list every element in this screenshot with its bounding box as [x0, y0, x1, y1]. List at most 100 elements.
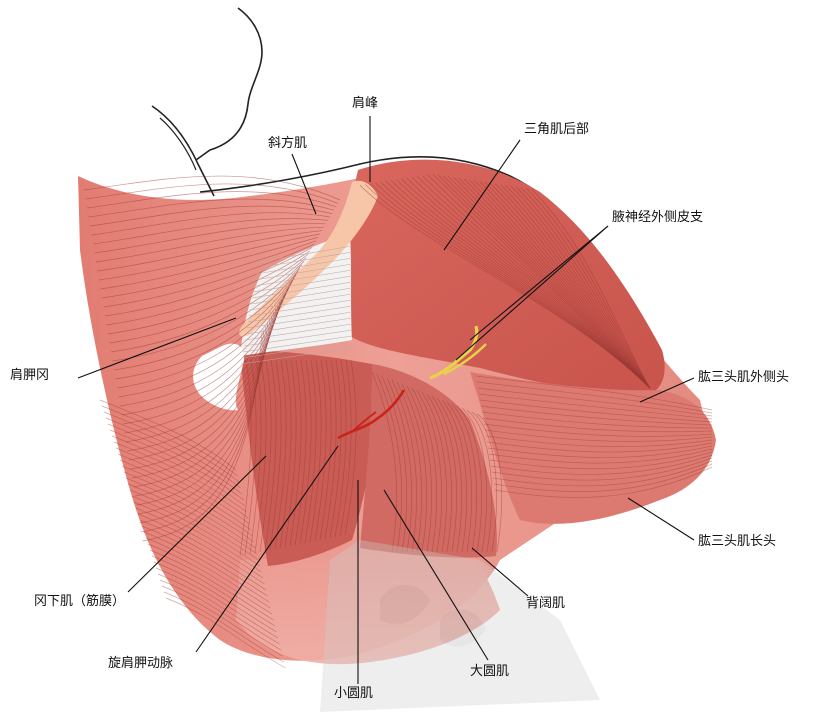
muscle-fiber [319, 359, 332, 541]
muscle-fiber [117, 453, 250, 525]
muscle-fiber [371, 371, 397, 553]
muscle-fiber [103, 411, 240, 483]
muscle-fiber [344, 359, 357, 536]
muscle-fiber [421, 391, 447, 553]
muscle-fiber [115, 447, 249, 519]
muscle-fiber [139, 325, 267, 524]
muscle-fiber [381, 375, 407, 553]
axillary-nerve-branch [443, 343, 487, 376]
muscle-fiber [505, 184, 651, 389]
muscle-fiber [98, 233, 321, 281]
muscle-fiber [510, 185, 651, 389]
tendon-line [251, 281, 353, 299]
label-latissimus: 背阔肌 [526, 596, 566, 611]
tendon-line [250, 287, 353, 305]
leader-teres-major [383, 489, 489, 661]
muscle-fiber [451, 403, 477, 553]
muscle-fiber [487, 445, 713, 458]
muscle-fiber [481, 411, 713, 429]
muscle-fiber [85, 183, 339, 204]
tendon-line [254, 263, 353, 281]
muscle-fiber [274, 359, 287, 550]
tendon-line [248, 299, 353, 317]
muscle-fiber [259, 359, 272, 553]
muscle-fibers [83, 173, 713, 669]
muscle-fiber [396, 381, 422, 553]
label-triceps-lateral: 肱三头肌外侧头 [698, 370, 790, 385]
muscle-fiber [254, 359, 267, 554]
muscle-fiber [483, 423, 713, 437]
muscle-fiber [489, 182, 651, 389]
leader-lines [77, 116, 695, 684]
neck-outline-2 [151, 105, 215, 197]
muscle-fiber [110, 260, 305, 353]
muscle-fiber [485, 435, 713, 447]
muscle-fiber [531, 188, 651, 389]
muscle-fiber [107, 423, 243, 495]
tendon-line [255, 257, 353, 275]
muscle-fiber [515, 186, 651, 389]
muscle-fiber [480, 405, 713, 426]
muscle-fiber [131, 495, 261, 567]
muscle-fiber [269, 359, 282, 551]
muscle-fiber [159, 579, 282, 651]
muscle-fiber [163, 591, 285, 663]
muscle-fiber [123, 471, 255, 543]
muscle-fiber [484, 429, 713, 442]
muscle-fiber [492, 460, 713, 487]
muscle-fiber [411, 387, 437, 553]
tendon-line [253, 269, 353, 287]
muscle-fiber [479, 399, 713, 423]
muscle-fiber [107, 254, 309, 335]
muscle-fiber [500, 184, 651, 389]
muscle-fiber [309, 359, 322, 543]
muscle-fiber [116, 274, 297, 389]
axillary-nerve [429, 325, 479, 380]
muscle-fiber [446, 401, 472, 553]
muscle-fiber [490, 454, 713, 475]
muscle-fiber [461, 407, 487, 553]
muscle-fiber [106, 250, 311, 326]
muscle-fiber [129, 489, 259, 561]
label-teres-minor: 小圆肌 [334, 686, 374, 701]
label-triceps-long: 肱三头肌长头 [698, 534, 777, 549]
muscle-fiber [489, 451, 713, 470]
leader-deltoid [443, 139, 521, 251]
muscle-fiber [441, 399, 467, 553]
muscle-fiber [143, 531, 270, 603]
muscle-fiber [339, 359, 352, 537]
muscle-fiber [95, 226, 325, 263]
triceps-mass [470, 372, 716, 524]
muscle-fiber [125, 477, 256, 549]
label-scapular-spine: 肩胛冈 [10, 368, 50, 383]
muscle-fiber [121, 284, 291, 416]
muscle-fiber [284, 359, 297, 548]
tendon-line [245, 317, 353, 335]
tendon-line [249, 293, 353, 311]
muscle-fiber [101, 405, 238, 477]
muscle-fiber [161, 585, 283, 657]
tendon-line [242, 335, 353, 353]
leader-nerve-b [469, 225, 609, 341]
muscle-fiber [304, 359, 317, 544]
muscle-fiber [149, 549, 274, 621]
muscle-fiber [494, 183, 651, 389]
muscle-fiber [491, 457, 713, 481]
muscle-fiber [329, 359, 342, 539]
muscle-fiber [119, 459, 252, 531]
muscle-fiber [520, 187, 651, 389]
leader-latissimus [471, 547, 529, 597]
leader-circumflex [195, 445, 339, 653]
label-acromion: 肩峰 [352, 96, 379, 111]
muscle-fiber [145, 537, 271, 609]
muscle-fiber [141, 525, 268, 597]
muscle-fiber [155, 567, 279, 639]
label-trapezius: 斜方肌 [268, 136, 308, 151]
muscle-fiber [122, 288, 289, 425]
muscle-fiber [133, 501, 262, 573]
muscle-fiber [479, 180, 651, 389]
tendon-line [256, 251, 353, 269]
muscle-fiber [493, 463, 713, 492]
